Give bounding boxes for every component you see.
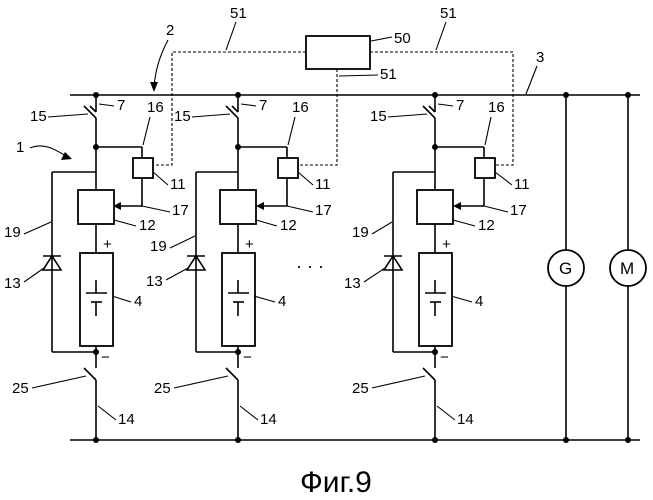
label-25-m2: 25: [154, 380, 171, 397]
sensor-box-1: [133, 158, 153, 178]
label-14-m3: 14: [457, 411, 474, 428]
comm-leader-left: [226, 22, 236, 50]
label-15-m2: 15: [174, 108, 191, 125]
label-25-m1: 25: [12, 380, 29, 397]
label-7-m3: 7: [456, 97, 464, 114]
label-17-m3: 17: [510, 202, 527, 219]
label-11-m2: 11: [315, 176, 331, 193]
label-4-m3: 4: [475, 293, 483, 310]
bottom-switch-3: [423, 368, 435, 380]
system-leader: [30, 146, 66, 156]
sensor-box-2: [278, 158, 298, 178]
label-15-m3: 15: [370, 108, 387, 125]
top-switch-2: [226, 106, 238, 118]
comm-line-label-mid: 51: [380, 66, 397, 83]
converter-box-2: [220, 190, 256, 224]
top-switch-1: [84, 106, 96, 118]
battery-3: [419, 253, 452, 346]
label-19-m2: 19: [150, 238, 167, 255]
comm-leader-right: [436, 22, 446, 50]
bus-ref-arrowhead: [150, 82, 158, 92]
bus-ref-leader: [154, 40, 168, 88]
label-4-m2: 4: [278, 293, 286, 310]
label-17-m1: 17: [172, 202, 189, 219]
top-switch-3: [423, 106, 435, 118]
label-11-m1: 11: [170, 176, 186, 193]
bus-leader: [526, 66, 537, 94]
label-14-m2: 14: [260, 411, 277, 428]
comm-leader-mid: [339, 75, 378, 76]
label-7-m1: 7: [117, 97, 125, 114]
battery-module-3: + − 15 7 16 11 12 17 19 13 4 25 14: [344, 92, 530, 443]
plus-sign-1: +: [103, 236, 112, 253]
label-14-m1: 14: [118, 411, 135, 428]
battery-1: [80, 253, 113, 346]
label-7-m2: 7: [259, 97, 267, 114]
generator: G: [548, 92, 584, 443]
label-13-m2: 13: [146, 273, 163, 290]
label-19-m3: 19: [352, 224, 369, 241]
label-12-m2: 12: [280, 217, 297, 234]
label-16-m1: 16: [147, 99, 164, 116]
converter-box-3: [417, 190, 453, 224]
sensor-box-3: [475, 158, 495, 178]
comm-line-middle: [300, 69, 337, 165]
label-25-m3: 25: [352, 380, 369, 397]
comm-line-label-right: 51: [440, 5, 457, 22]
label-13-m1: 13: [4, 275, 21, 292]
minus-sign-1: −: [101, 349, 110, 366]
bottom-switch-1: [84, 368, 96, 380]
plus-sign-2: +: [245, 236, 254, 253]
plus-sign-3: +: [442, 236, 451, 253]
label-16-m3: 16: [488, 99, 505, 116]
generator-label: G: [559, 259, 572, 278]
figure-caption: Фиг.9: [300, 466, 372, 499]
bus-ref-label: 2: [166, 22, 174, 39]
motor-label: M: [620, 259, 634, 278]
motor: M: [610, 92, 646, 443]
controller-box: [306, 36, 370, 69]
controller-leader: [371, 37, 392, 41]
battery-2: [222, 253, 255, 346]
bottom-switch-2: [226, 368, 238, 380]
label-17-m2: 17: [315, 202, 332, 219]
label-13-m3: 13: [344, 275, 361, 292]
label-12-m1: 12: [139, 217, 156, 234]
bus-label: 3: [536, 49, 544, 66]
label-4-m1: 4: [134, 293, 142, 310]
system-label: 1: [16, 139, 24, 156]
label-11-m3: 11: [514, 176, 530, 193]
label-16-m2: 16: [292, 99, 309, 116]
controller-label: 50: [394, 30, 411, 47]
label-12-m3: 12: [478, 217, 495, 234]
minus-sign-3: −: [440, 349, 449, 366]
comm-line-label-left: 51: [230, 5, 247, 22]
system-arrowhead: [61, 152, 72, 160]
minus-sign-2: −: [243, 349, 252, 366]
converter-box-1: [78, 190, 114, 224]
label-19-m1: 19: [4, 224, 21, 241]
label-15-m1: 15: [30, 108, 47, 125]
ellipsis: · · ·: [296, 256, 324, 276]
